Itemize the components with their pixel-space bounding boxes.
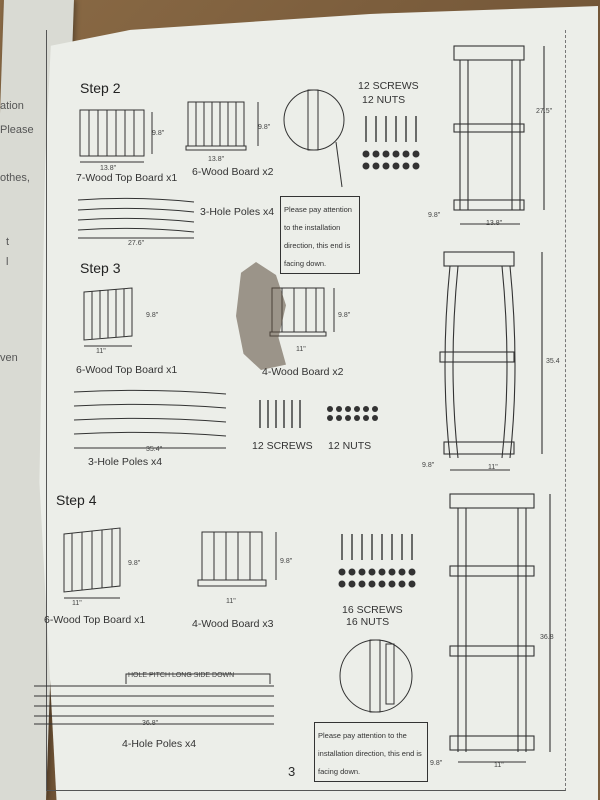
step-4-nuts-label: 16 NUTS: [346, 616, 390, 628]
step-2-poles-label: 3-Hole Poles x4: [200, 206, 275, 218]
step-3-poles-length: 35.4": [146, 446, 163, 453]
step-3-top-board-width: 11": [96, 348, 106, 355]
step-2-shelf-width: 13.8": [486, 220, 503, 227]
step-2-detail-circle: [283, 89, 345, 188]
step-3-nuts-icon: [327, 406, 378, 421]
step-4-pitch-note: HOLE PITCH LONG SIDE DOWN: [128, 672, 235, 679]
step-4-wood-board-width: 11": [226, 598, 236, 605]
step-2-screws-and-nuts-icon: [362, 116, 420, 170]
step-3-screws-label: 12 SCREWS: [252, 440, 313, 452]
left-page-text: l: [6, 256, 9, 268]
step-4-shelf-height: 36.8: [540, 634, 554, 641]
instruction-sheet: [39, 6, 598, 800]
step-4-shelf-width: 11": [494, 762, 504, 769]
step-3-screws-icon: [259, 400, 301, 428]
step-4-top-board-height: 9.8": [128, 560, 141, 567]
step-2-shelf-drawing: [453, 45, 545, 225]
step-4-wood-board-height: 9.8": [280, 558, 293, 565]
step-2-poles-length: 27.6": [128, 240, 145, 247]
step-2-note-box: Please pay attention to the installation…: [280, 196, 360, 274]
step-2-poles-drawing: [77, 197, 195, 239]
step-4-poles-length: 36.8": [142, 720, 159, 727]
step-2-wood-board-height: 9.8": [258, 124, 271, 131]
torn-hole: [236, 262, 286, 370]
step-2-top-board-label: 7-Wood Top Board x1: [76, 172, 178, 184]
step-3-top-board-height: 9.8": [146, 312, 159, 319]
step-2-nuts-label: 12 NUTS: [362, 94, 406, 106]
step-4-detail-circle: [339, 639, 413, 713]
step-2-note-text: Please pay attention to the installation…: [284, 205, 352, 268]
step-3-shelf-drawing: [439, 251, 543, 471]
left-page-text: ven: [0, 352, 18, 364]
step-3-nuts-label: 12 NUTS: [328, 440, 372, 452]
step-3-shelf-height: 35.4: [546, 358, 560, 365]
step-2-wood-board-width: 13.8": [208, 156, 225, 163]
left-page-text: t: [6, 236, 10, 248]
page-number: 3: [288, 764, 296, 779]
step-4-note-box: Please pay attention to the installation…: [314, 722, 428, 782]
step-2-shelf-depth: 9.8": [428, 212, 441, 219]
left-page-text: othes,: [0, 172, 30, 184]
step-4-wood-board-label: 4-Wood Board x3: [192, 618, 274, 630]
page-border: [46, 30, 566, 791]
step-4-screws-label: 16 SCREWS: [342, 604, 403, 616]
step-4-wood-board-drawing: [197, 531, 277, 587]
step-3-top-board-label: 6-Wood Top Board x1: [76, 364, 178, 376]
step-2-top-board-height: 9.8": [152, 130, 165, 137]
step-3-top-board-drawing: [83, 287, 133, 347]
step-3-shelf-width: 11": [488, 464, 498, 471]
step-3-poles-label: 3-Hole Poles x4: [88, 456, 163, 468]
step-4-title: Step 4: [56, 492, 97, 508]
step-3-poles-drawing: [73, 389, 227, 449]
step-3-wood-board-label: 4-Wood Board x2: [262, 366, 344, 378]
step-2-wood-board-label: 6-Wood Board x2: [192, 166, 274, 178]
step-4-poles-drawing: [34, 673, 274, 725]
step-3-wood-board-height: 9.8": [338, 312, 351, 319]
step-3-shelf-depth: 9.8": [422, 462, 435, 469]
step-4-poles-label: 4-Hole Poles x4: [122, 738, 197, 750]
step-4-top-board-drawing: [63, 527, 121, 599]
step-4-shelf-depth: 9.8": [430, 760, 443, 767]
step-3-title: Step 3: [80, 260, 121, 276]
step-2-title: Step 2: [80, 80, 121, 96]
step-4-note-text: Please pay attention to the installation…: [318, 731, 422, 776]
step-3-wood-board-width: 11": [296, 346, 306, 353]
step-2-shelf-height: 27.5": [536, 108, 553, 115]
left-page-text: ation: [0, 100, 24, 112]
step-4-screws-and-nuts-icon: [338, 534, 416, 588]
step-2-top-board-width: 13.8": [100, 165, 117, 172]
step-4-top-board-label: 6-Wood Top Board x1: [44, 614, 146, 626]
step-4-top-board-width: 11": [72, 600, 82, 607]
step-2-wood-board-drawing: [185, 101, 259, 151]
step-2-screws-label: 12 SCREWS: [358, 80, 419, 92]
step-2-top-board-drawing: [79, 109, 153, 163]
left-page-text: Please: [0, 124, 34, 136]
step-4-shelf-drawing: [449, 493, 551, 763]
